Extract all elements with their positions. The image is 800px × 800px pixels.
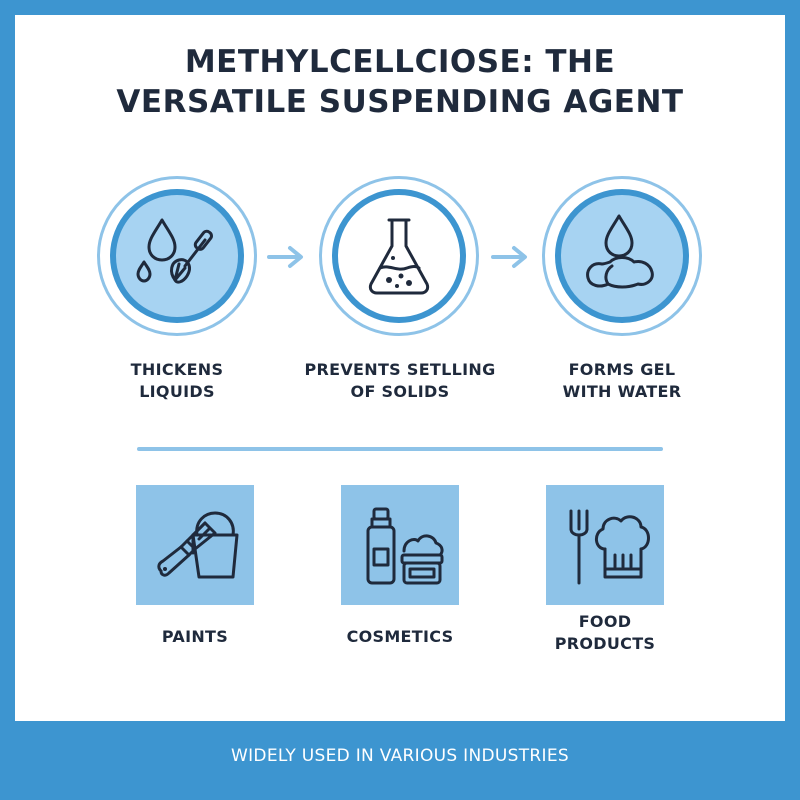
title-line-2: VERSATILE SUSPENDING AGENT	[116, 84, 684, 120]
gel-drop-icon	[586, 214, 654, 289]
feature-label-forms-gel: FORMS GEL WITH WATER	[562, 360, 682, 401]
paint-bucket-brush-icon	[157, 511, 239, 579]
cosmetics-icon	[366, 507, 444, 585]
arrow-icon	[267, 246, 303, 268]
feature-label-prevents-settling: PREVENTS SETLLING OF SOLIDS	[304, 360, 496, 401]
industry-tile-cosmetics	[341, 485, 459, 605]
feature-label-thickens: THICKENS LIQUIDS	[130, 360, 224, 401]
feature-circle-prevents-settling	[319, 176, 479, 336]
page-title: METHYLCELLCIOSE: THE VERSATILE SUSPENDIN…	[0, 42, 800, 122]
footer-caption: WIDELY USED IN VARIOUS INDUSTRIES	[231, 746, 569, 766]
industry-label-paints: PAINTS	[161, 627, 229, 646]
section-divider	[137, 447, 663, 451]
industry-label-cosmetics: COSMETICS	[346, 627, 454, 646]
feature-circle-thickens	[97, 176, 257, 336]
industry-tile-food	[546, 485, 664, 605]
flask-icon	[368, 218, 430, 295]
droplets-whisk-icon	[136, 218, 213, 284]
title-line-1: METHYLCELLCIOSE: THE	[184, 44, 616, 80]
arrow-icon	[491, 246, 527, 268]
fork-chef-hat-icon	[569, 509, 650, 585]
industry-label-food: FOOD PRODUCTS	[554, 612, 656, 653]
industry-tile-paints	[136, 485, 254, 605]
feature-circle-forms-gel	[542, 176, 702, 336]
